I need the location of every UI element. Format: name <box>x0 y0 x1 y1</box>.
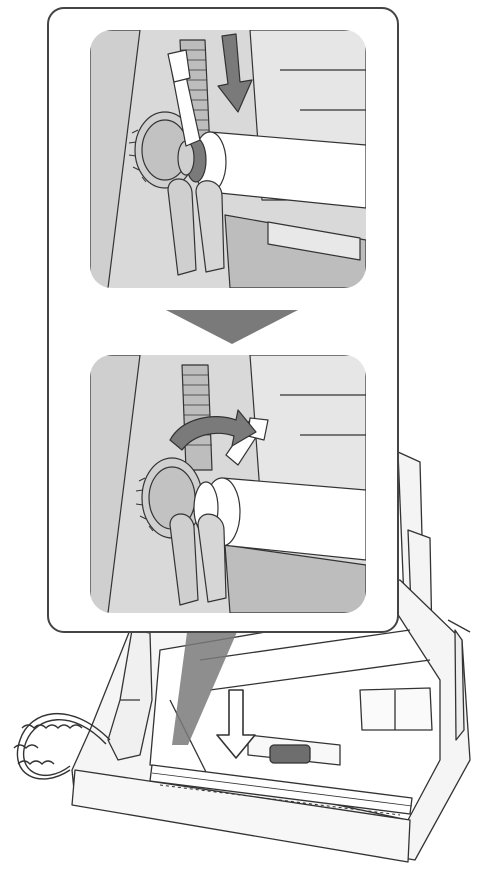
step-panel-2 <box>90 355 366 613</box>
step-panel-1 <box>90 30 366 288</box>
inner-roller <box>270 745 310 763</box>
roller <box>222 478 366 560</box>
